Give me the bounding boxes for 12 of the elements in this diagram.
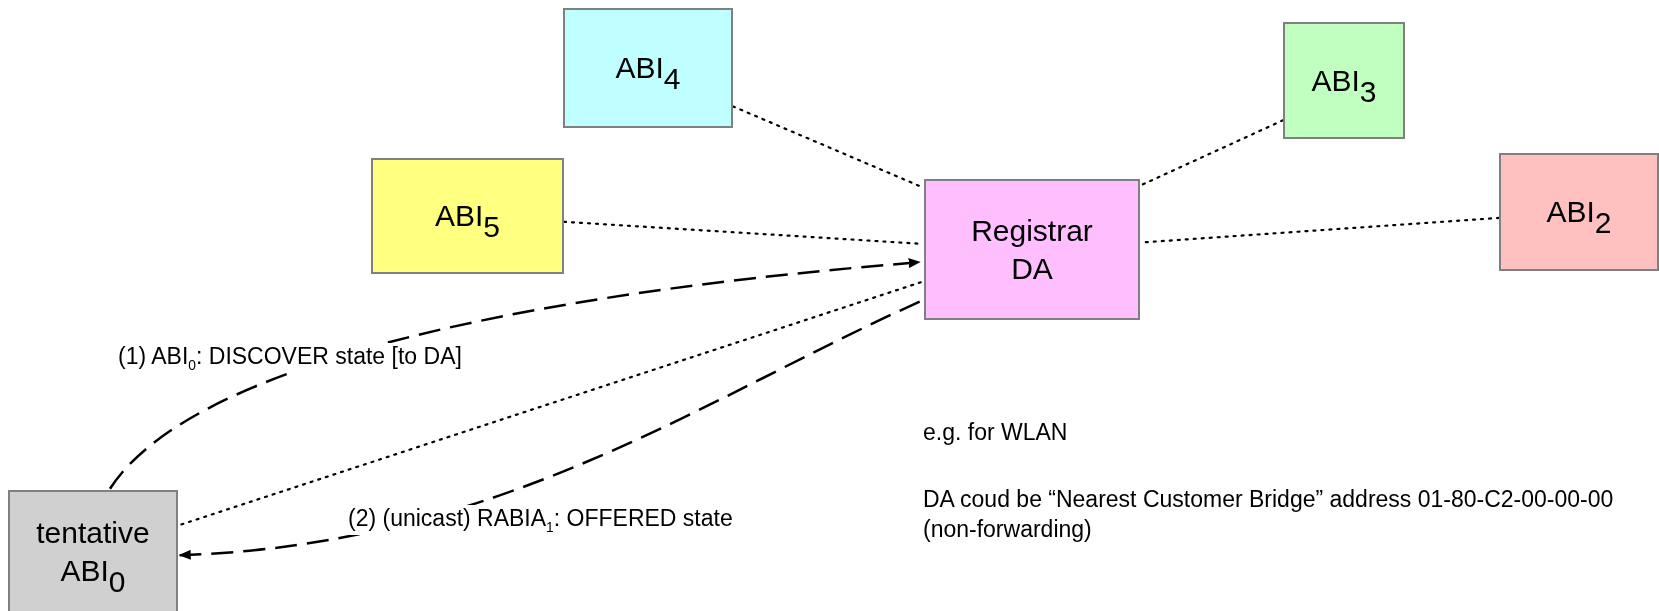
note-text: DA coud be “Nearest Customer Bridge” address 01-80-C2-00-00-00 (non-forwarding) [923,485,1615,544]
dashed-arrow [109,258,921,490]
process-box [924,179,1140,320]
dotted-line [1141,119,1285,186]
process-box [1283,22,1405,139]
process-box [371,158,564,274]
process-box [563,8,733,128]
process-box [8,490,178,611]
note-text: e.g. for WLAN [923,418,1068,447]
node-label: Registrar DA [970,213,1094,287]
process-box [1499,153,1659,271]
dotted-line [180,280,923,526]
